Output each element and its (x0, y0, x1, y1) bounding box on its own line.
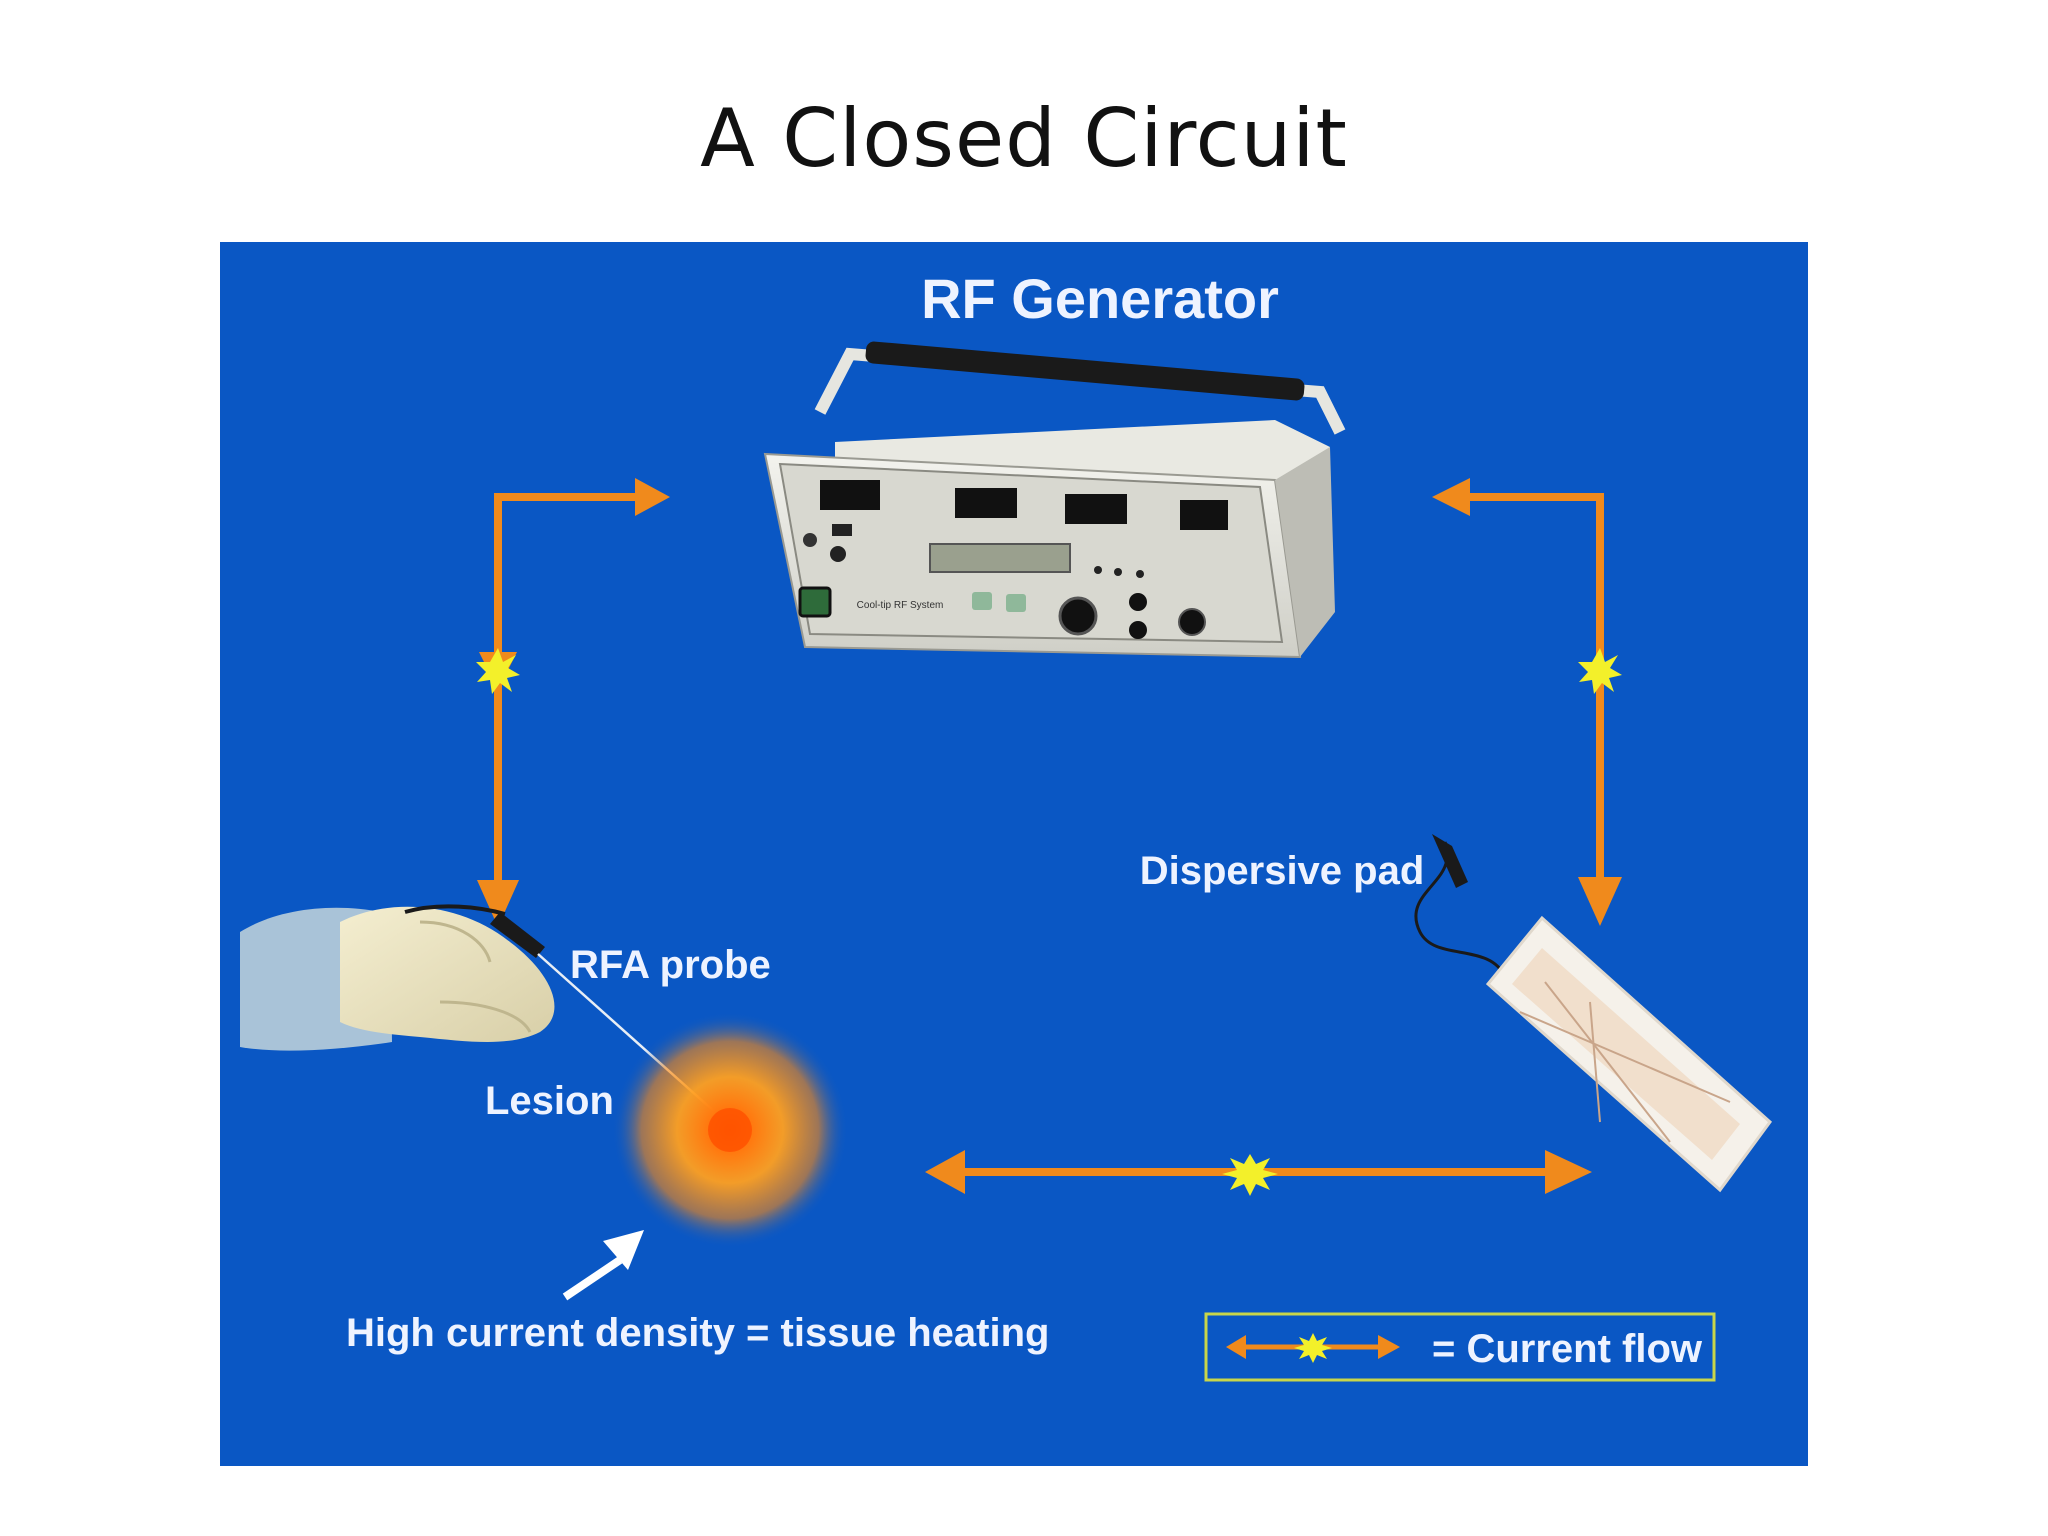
circuit-diagram: RF Generator (240, 267, 1773, 1382)
heating-label: High current density = tissue heating (346, 1311, 1049, 1355)
generator-label: RF Generator (921, 267, 1279, 330)
lesion-label: Lesion (485, 1079, 614, 1123)
spark-right (1578, 648, 1622, 694)
slide-title: A Closed Circuit (700, 92, 1348, 185)
rfa-probe-hand (240, 904, 736, 1131)
legend: = Current flow (1204, 1312, 1716, 1382)
pad-label: Dispersive pad (1140, 849, 1425, 893)
lesion-core (708, 1108, 752, 1152)
spark-bottom (1222, 1154, 1278, 1196)
diagram-panel: RF Generator (220, 242, 1808, 1466)
spark-left (476, 648, 520, 694)
legend-spark-icon (1294, 1333, 1332, 1363)
dispersive-pad (1414, 834, 1773, 1193)
legend-label: = Current flow (1432, 1327, 1703, 1371)
current-arrow-right (1432, 478, 1622, 926)
probe-label: RFA probe (570, 943, 771, 987)
current-arrow-left (477, 478, 670, 927)
heating-pointer-arrow (562, 1230, 644, 1301)
rf-generator-device: Cool-tip RF System (763, 341, 1346, 659)
generator-brand: Cool-tip RF System (857, 600, 944, 611)
